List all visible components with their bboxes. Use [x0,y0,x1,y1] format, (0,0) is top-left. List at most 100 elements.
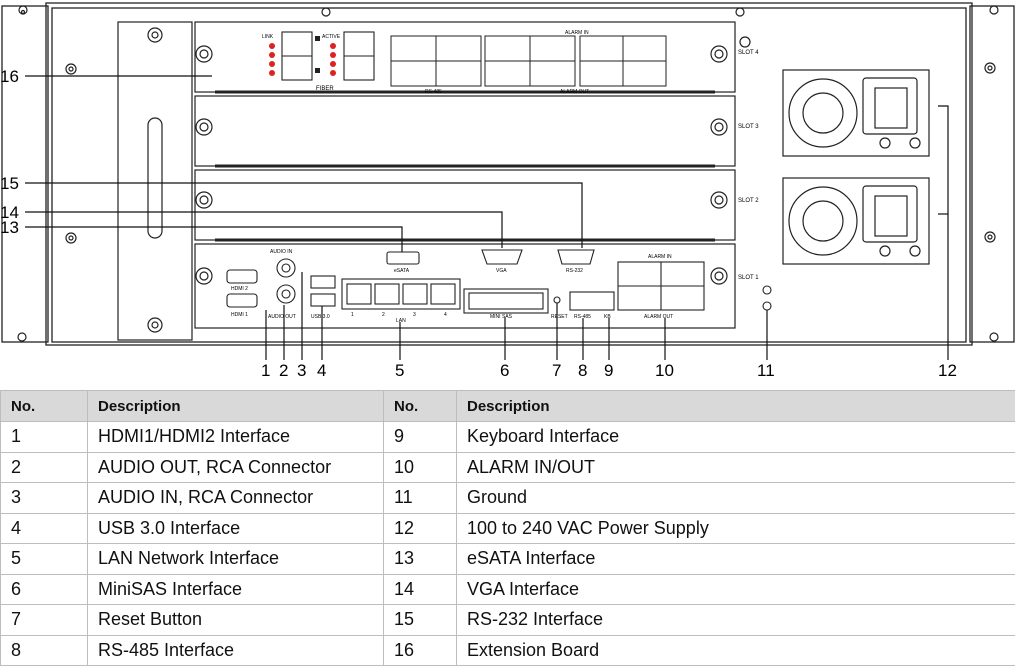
slot4-indicator [739,36,751,48]
left-cover-plate [117,21,193,341]
table-row: 3 AUDIO IN, RCA Connector 11 Ground [0,482,1015,514]
row-description-left: USB 3.0 Interface [87,512,384,544]
callout-11: 11 [757,361,775,380]
table-row: 7 Reset Button 15 RS-232 Interface [0,604,1015,636]
row-description-left: RS-485 Interface [87,634,384,666]
lan-port4-label: 4 [444,312,447,318]
row-description-left: MiniSAS Interface [87,573,384,605]
active-label: ACTIVE [322,34,341,40]
lan-label: LAN [396,318,406,324]
row-description-right: ALARM IN/OUT [456,451,1015,483]
row-description-right: VGA Interface [456,573,1015,605]
header-description-right: Description [456,390,1015,422]
lan-port1-label: 1 [351,312,354,318]
slot-screws [195,45,728,285]
callout-1: 1 [261,361,270,380]
extension-terminal-blocks [390,35,667,87]
lan-port2-label: 2 [382,312,385,318]
row-number-right: 16 [383,634,457,666]
table-row: 6 MiniSAS Interface 14 VGA Interface [0,573,1015,605]
table-row: 8 RS-485 Interface 16 Extension Board [0,634,1015,666]
row-number-right: 10 [383,451,457,483]
row-description-left: AUDIO OUT, RCA Connector [87,451,384,483]
rs232-port [557,249,595,265]
header-description-left: Description [87,390,384,422]
callout-10: 10 [655,361,674,380]
row-description-right: Ground [456,482,1015,514]
row-number-left: 7 [0,604,88,636]
ext-rs485-label: RS-485 [425,89,442,95]
row-number-right: 15 [383,604,457,636]
slot3-label: SLOT 3 [738,124,759,130]
audio-out-label: AUDIO OUT [268,314,296,320]
callout-14: 14 [0,203,19,222]
callout-2: 2 [279,361,288,380]
rear-panel-diagram: SLOT 4 SLOT 3 SLOT 2 SLOT 1 LINK ACTIVE … [0,2,1015,380]
usb-port-top [310,275,336,289]
row-number-left: 8 [0,634,88,666]
row-description-right: RS-232 Interface [456,604,1015,636]
minisas-port [463,288,549,314]
slot1-connectors: AUDIO IN AUDIO OUT HDMI 2 HDMI 1 USB 3.0… [226,249,772,324]
callout-15: 15 [0,174,19,193]
ground-screw [762,285,772,295]
table-row: 5 LAN Network Interface 13 eSATA Interfa… [0,543,1015,575]
table-row: 2 AUDIO OUT, RCA Connector 10 ALARM IN/O… [0,451,1015,483]
row-description-left: AUDIO IN, RCA Connector [87,482,384,514]
hdmi1-port [226,293,258,308]
slot2-label: SLOT 2 [738,198,759,204]
callout-9: 9 [604,361,613,380]
row-number-left: 1 [0,421,88,453]
row-number-left: 3 [0,482,88,514]
header-no-right: No. [383,390,457,422]
power-supplies [782,69,930,265]
alarm-in-label: ALARM IN [648,254,672,260]
row-number-right: 14 [383,573,457,605]
table-header-row: No. Description No. Description [0,390,1015,422]
row-description-right: Keyboard Interface [456,421,1015,453]
vga-label: VGA [496,268,507,274]
row-number-left: 4 [0,512,88,544]
rs485-label: RS-485 [574,314,591,320]
row-description-right: eSATA Interface [456,543,1015,575]
header-no-left: No. [0,390,88,422]
callout-8: 8 [578,361,587,380]
rack-ear-screws [17,5,999,342]
reset-button [553,296,561,304]
leader-lines [25,75,949,360]
fiber-label: FIBER [316,86,334,92]
audio-out-jack [276,284,296,304]
reset-label: RESET [551,314,568,320]
chassis [1,2,1015,346]
row-description-right: Extension Board [456,634,1015,666]
row-description-right: 100 to 240 VAC Power Supply [456,512,1015,544]
vga-port [481,249,523,265]
callout-6: 6 [500,361,509,380]
row-number-right: 9 [383,421,457,453]
callout-7: 7 [552,361,561,380]
fiber-link-leds [269,43,336,76]
usb-port-bottom [310,293,336,307]
row-number-right: 12 [383,512,457,544]
row-number-left: 2 [0,451,88,483]
row-number-right: 11 [383,482,457,514]
rs232-label: RS-232 [566,268,583,274]
link-label: LINK [262,34,274,40]
esata-port [386,251,420,265]
row-number-left: 5 [0,543,88,575]
audio-in-label: AUDIO IN [270,249,293,255]
callout-numbers: 16 15 14 13 1 2 3 4 5 6 7 8 9 10 11 12 [0,67,957,380]
lan-ports [341,278,461,310]
slot4-label: SLOT 4 [738,50,759,56]
callout-13: 13 [0,218,19,237]
hdmi2-label: HDMI 2 [231,286,248,292]
row-description-left: LAN Network Interface [87,543,384,575]
audio-in-jack [276,258,296,278]
callout-5: 5 [395,361,404,380]
hdmi2-port [226,269,258,284]
table-row: 1 HDMI1/HDMI2 Interface 9 Keyboard Inter… [0,421,1015,453]
alarm-out-label: ALARM OUT [644,314,673,320]
row-number-right: 13 [383,543,457,575]
row-number-left: 6 [0,573,88,605]
row-description-left: HDMI1/HDMI2 Interface [87,421,384,453]
